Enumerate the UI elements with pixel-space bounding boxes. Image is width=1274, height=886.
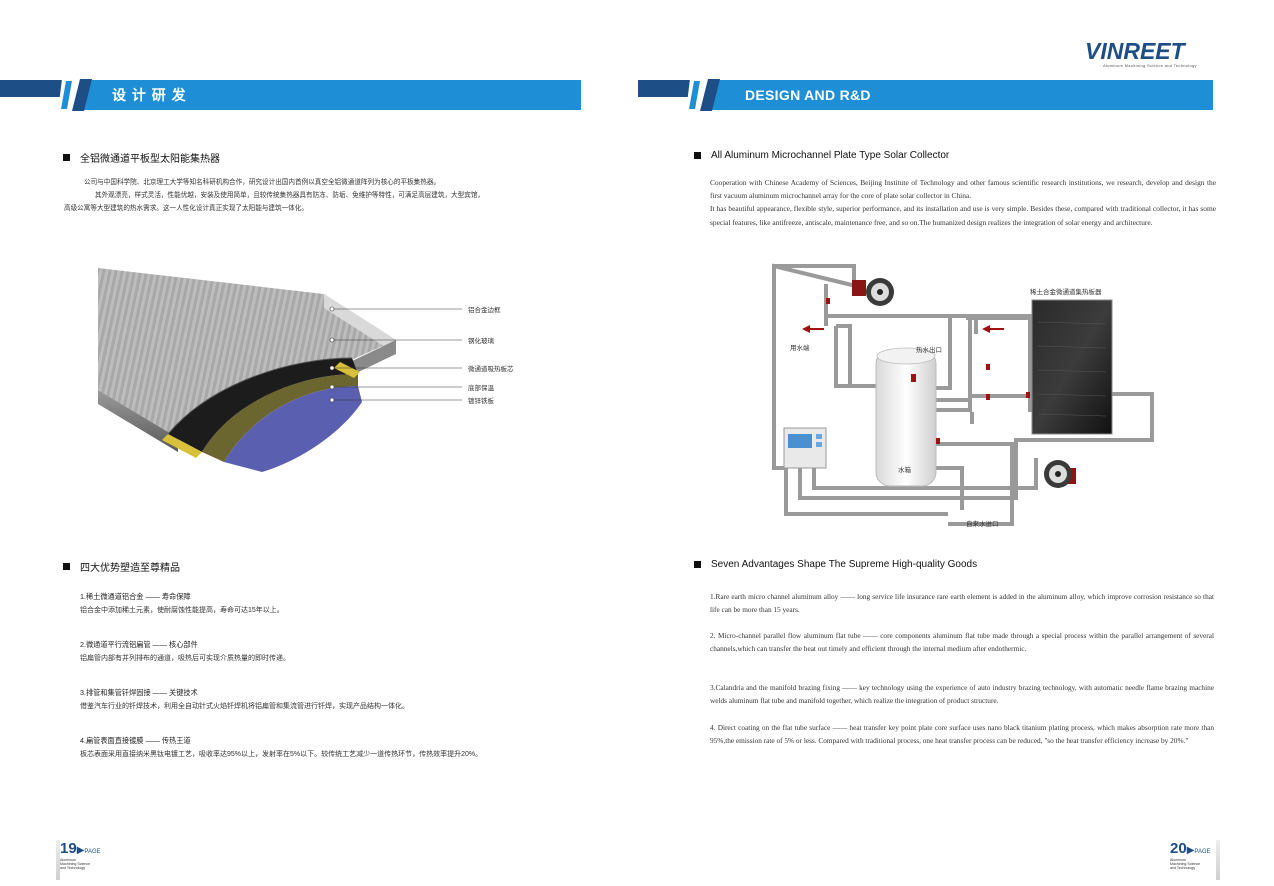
bullet-square <box>694 152 701 159</box>
right-section2-title-text: Seven Advantages Shape The Supreme High-… <box>711 559 978 570</box>
label-base-plate: 镀锌铁板 <box>468 396 495 405</box>
right-intro-text-1: Cooperation with Chinese Academy of Scie… <box>710 178 1216 201</box>
left-intro-line-3: 高级公寓等大型建筑的热水需求。这一人性化设计真正实现了太阳能与建筑一体化。 <box>64 205 308 212</box>
left-advantage-3-title: 3.排管和集管钎焊固接 —— 关键技术 <box>80 688 198 697</box>
left-advantage-1: 1.稀土微通道铝合金 —— 寿命保障 铝合金中添加稀土元素，使耐腐蚀性能提高，寿… <box>80 590 580 618</box>
diagram-label-cold-in: 自来水进口 <box>966 519 999 528</box>
left-advantage-3: 3.排管和集管钎焊固接 —— 关键技术 借鉴汽车行业的钎焊技术，利用全自动针式火… <box>80 686 580 714</box>
left-header-dark-bar <box>0 80 62 97</box>
right-advantage-2: 2. Micro-channel parallel flow aluminum … <box>710 631 1214 654</box>
collector-panel <box>1031 299 1113 435</box>
left-advantage-4-text: 板芯表面采用直接纳米黑钛电镀工艺，吸收率达95%以上，发射率在5%以下。较传统工… <box>80 751 483 758</box>
brand-logo: VINREET Aluminum Machining Science and T… <box>1085 39 1215 69</box>
left-advantage-2-title: 2.微通道平行流铝扁管 —— 核心部件 <box>80 640 198 649</box>
right-advantage-4: 4. Direct coating on the flat tube surfa… <box>710 723 1214 746</box>
left-advantage-4: 4.扁管表面直接镀膜 —— 传热王道 板芯表面采用直接纳米黑钛电镀工艺，吸收率达… <box>80 734 590 762</box>
right-header-slash-icon <box>686 79 720 111</box>
bullet-square <box>63 154 70 161</box>
left-intro-line-2: 其外观漂亮，样式灵活，性能优越，安装及使用简单，且较传统集热器具有防冻、防垢、免… <box>95 192 485 199</box>
left-section2-title: 四大优势塑造至尊精品 <box>63 559 180 574</box>
right-advantage-3: 3.Calandria and the manifold brazing fix… <box>710 683 1214 706</box>
left-advantage-2-text: 铝扁管内部有并列排布的通道，吸热后可实现介质热量的即时传递。 <box>80 655 290 662</box>
collector-cutaway-illustration: 铝合金边框 钢化玻璃 微通道吸热板芯 底部保温 镀锌铁板 <box>98 268 514 472</box>
right-header-dark-bar <box>638 80 690 97</box>
left-advantage-1-text: 铝合金中添加稀土元素，使耐腐蚀性能提高，寿命可达15年以上。 <box>80 607 284 614</box>
right-advantage-1: 1.Rare earth micro channel aluminum allo… <box>710 592 1214 615</box>
left-page-edge <box>56 840 60 880</box>
diagram-label-collector: 稀土合金微通道集热板器 <box>1030 287 1102 296</box>
diagram-label-user: 用水端 <box>790 343 810 352</box>
diagram-label-hot-out: 热水出口 <box>916 345 942 354</box>
right-header-bar <box>712 80 1213 110</box>
left-header-bar <box>84 80 581 110</box>
left-page-marker: 19▶PAGE Aluminum Machining Science and T… <box>60 840 101 870</box>
right-page-edge <box>1216 840 1220 880</box>
right-page-tag: Aluminum Machining Science and Technolog… <box>1170 858 1201 870</box>
left-advantage-3-text: 借鉴汽车行业的钎焊技术，利用全自动针式火焰钎焊机将铝扁管和集流管进行钎焊，实现产… <box>80 703 409 710</box>
right-section1-title-text: All Aluminum Microchannel Plate Type Sol… <box>711 150 950 161</box>
left-header-slash-icon <box>58 79 92 111</box>
label-frame: 铝合金边框 <box>468 305 501 314</box>
bullet-square <box>694 561 701 568</box>
bullet-square <box>63 563 70 570</box>
diagram-label-tank: 水箱 <box>898 465 912 474</box>
brand-logo-text: VINREET <box>1085 38 1185 64</box>
left-section1-title-text: 全铝微通道平板型太阳能集热器 <box>80 154 220 165</box>
left-intro-line-1: 公司与中国科学院、北京理工大学等知名科研机构合作，研究设计出国内首例以真空全铝微… <box>84 179 441 186</box>
right-page-marker: 20▶PAGE Aluminum Machining Science and T… <box>1170 840 1211 870</box>
left-advantage-2: 2.微通道平行流铝扁管 —— 核心部件 铝扁管内部有并列排布的通道，吸热后可实现… <box>80 638 580 666</box>
label-absorber: 微通道吸热板芯 <box>468 364 514 373</box>
flow-arrows <box>802 325 1004 333</box>
lower-pump <box>1044 460 1076 488</box>
left-section2-title-text: 四大优势塑造至尊精品 <box>80 563 180 574</box>
label-glass: 钢化玻璃 <box>468 336 495 345</box>
left-section1-title: 全铝微通道平板型太阳能集热器 <box>63 150 220 165</box>
left-intro: 公司与中国科学院、北京理工大学等知名科研机构合作，研究设计出国内首例以真空全铝微… <box>64 176 584 215</box>
right-section1-title: All Aluminum Microchannel Plate Type Sol… <box>694 150 949 161</box>
right-intro-text-2: It has beautiful appearance, flexible st… <box>710 204 1216 227</box>
right-header-title: DESIGN AND R&D <box>745 87 871 103</box>
left-advantage-4-title: 4.扁管表面直接镀膜 —— 传热王道 <box>80 736 191 745</box>
right-page-number: 20 <box>1170 840 1187 857</box>
page-arrow-icon: ▶ <box>76 845 85 856</box>
left-page-word: PAGE <box>84 849 101 855</box>
right-section2-title: Seven Advantages Shape The Supreme High-… <box>694 559 977 570</box>
solar-system-diagram: 稀土合金微通道集热板器 热水出口 用水端 水箱 自来水进口 <box>772 263 1154 528</box>
right-page-word: PAGE <box>1194 849 1211 855</box>
left-advantage-1-title: 1.稀土微通道铝合金 —— 寿命保障 <box>80 592 191 601</box>
brand-tagline: Aluminum Machining Science and Technolog… <box>1103 63 1197 68</box>
label-insulation: 底部保温 <box>468 383 495 392</box>
left-header-title: 设 计 研 发 <box>112 87 187 103</box>
left-page-tag: Aluminum Machining Science and Technolog… <box>60 858 91 870</box>
left-page-number: 19 <box>60 840 77 857</box>
upper-pump <box>852 278 894 306</box>
page-arrow-icon: ▶ <box>1186 845 1195 856</box>
right-intro: Cooperation with Chinese Academy of Scie… <box>710 176 1216 229</box>
